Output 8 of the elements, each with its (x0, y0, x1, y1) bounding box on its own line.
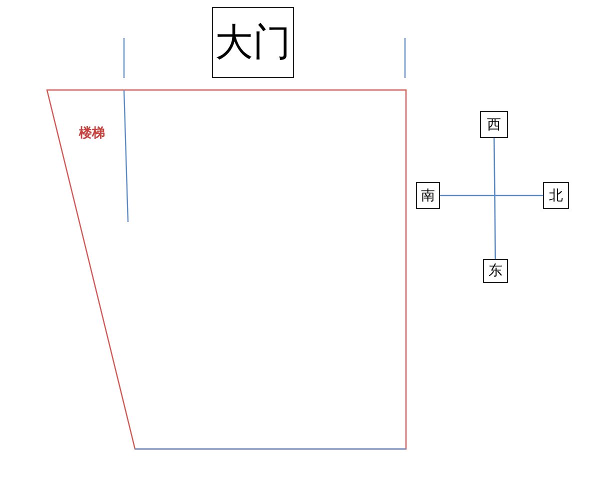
connector-line (440, 194, 543, 196)
room-label: 楼梯 (79, 125, 105, 142)
direction-box: 东 (483, 259, 508, 283)
direction-box: 西 (480, 111, 508, 138)
direction-box: 南 (416, 182, 440, 209)
gate-box: 大门 (212, 7, 294, 78)
direction-box: 北 (543, 182, 569, 209)
connector-line (494, 138, 496, 259)
